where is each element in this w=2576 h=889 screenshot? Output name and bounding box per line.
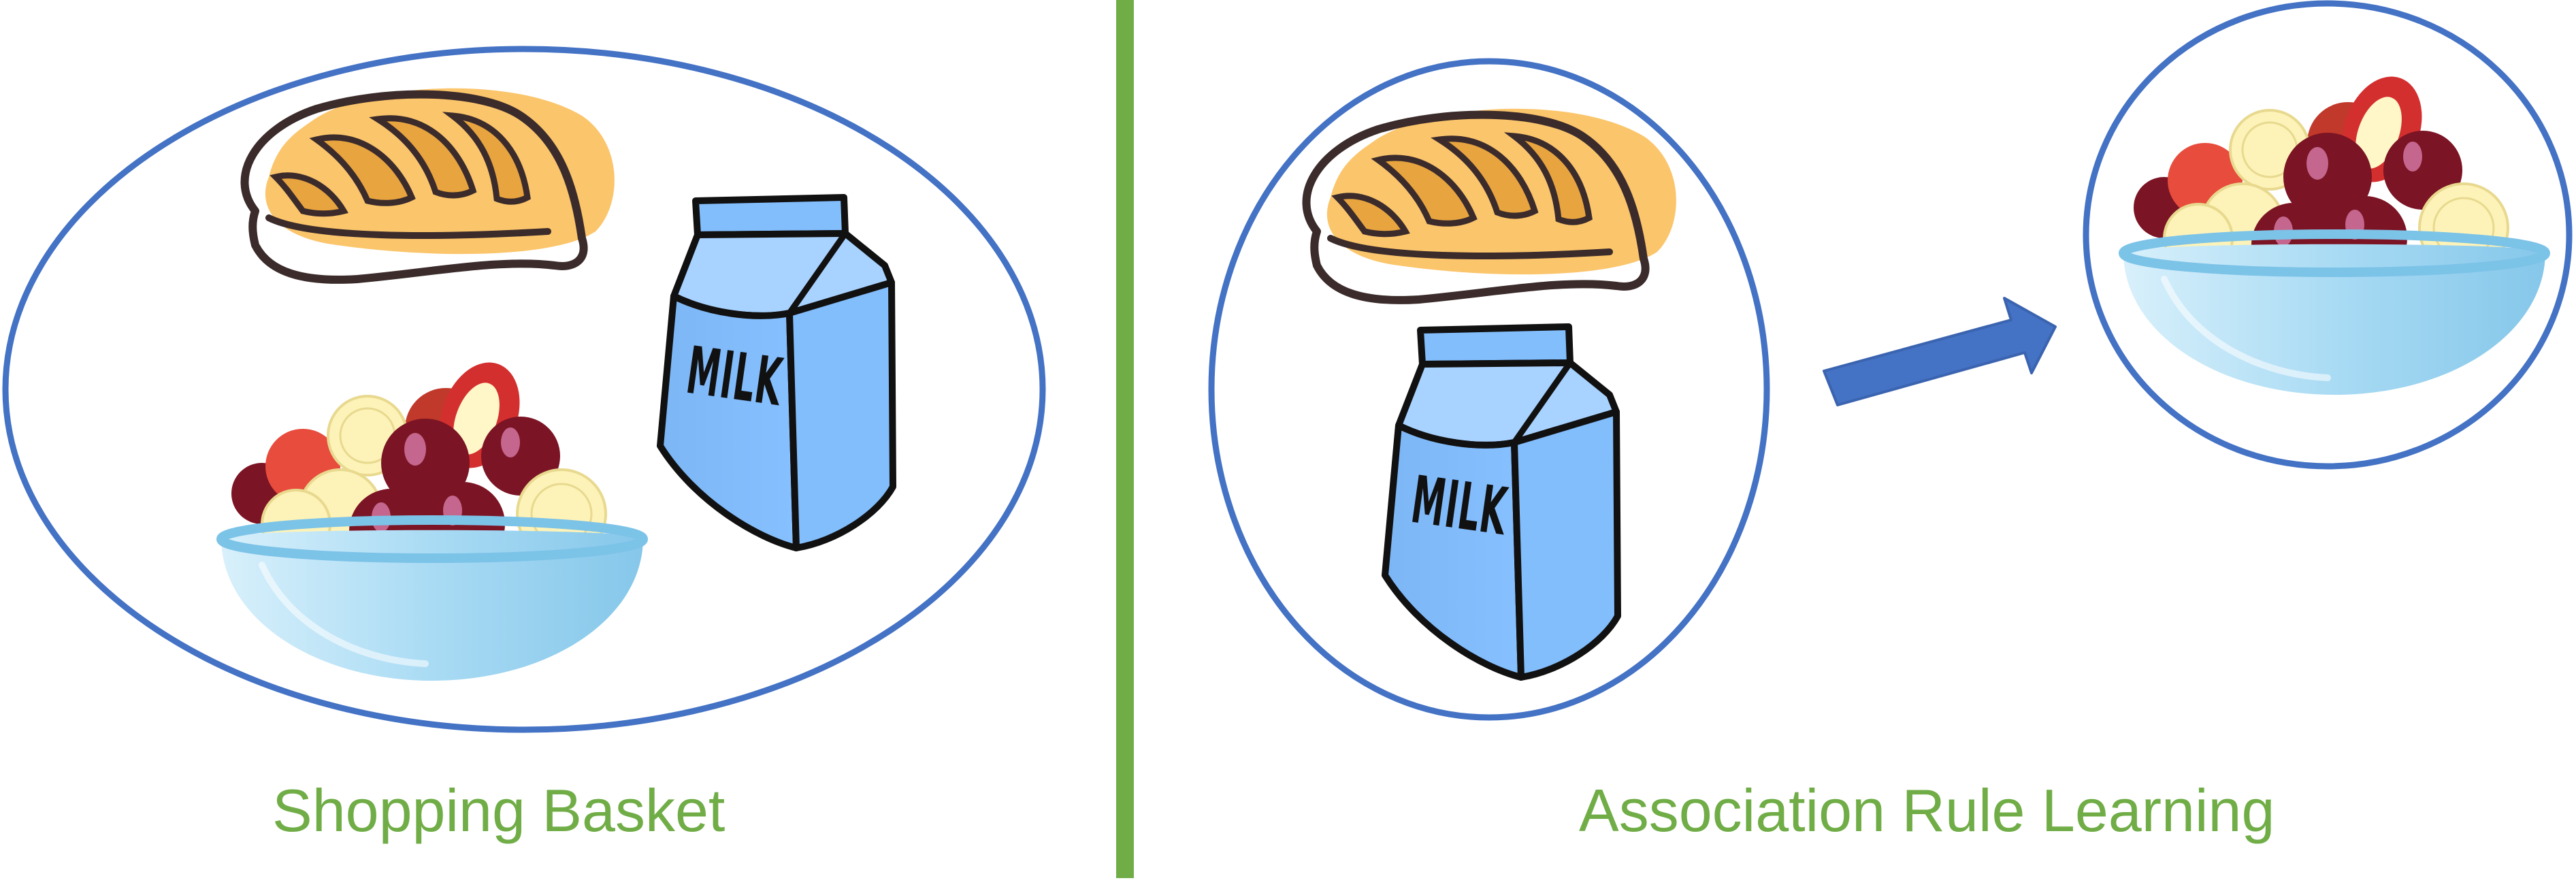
fruit-bowl-icon <box>221 351 643 681</box>
fruit-bowl-icon <box>2123 65 2545 395</box>
panel-divider <box>1116 0 1134 878</box>
basket-outline <box>2 46 1046 733</box>
association-rule-panel <box>1208 0 2573 721</box>
bread-icon <box>244 88 614 280</box>
milk-carton-icon <box>1385 327 1618 677</box>
antecedent-outline <box>1208 58 1770 721</box>
bread-icon <box>1306 109 1676 300</box>
shopping-basket-panel <box>2 46 1046 733</box>
shopping-basket-caption: Shopping Basket <box>272 777 725 844</box>
consequent-outline <box>2083 0 2573 470</box>
rule-arrow-icon <box>1823 297 2057 406</box>
milk-carton-icon <box>660 197 893 548</box>
association-rule-learning-caption: Association Rule Learning <box>1579 777 2275 844</box>
